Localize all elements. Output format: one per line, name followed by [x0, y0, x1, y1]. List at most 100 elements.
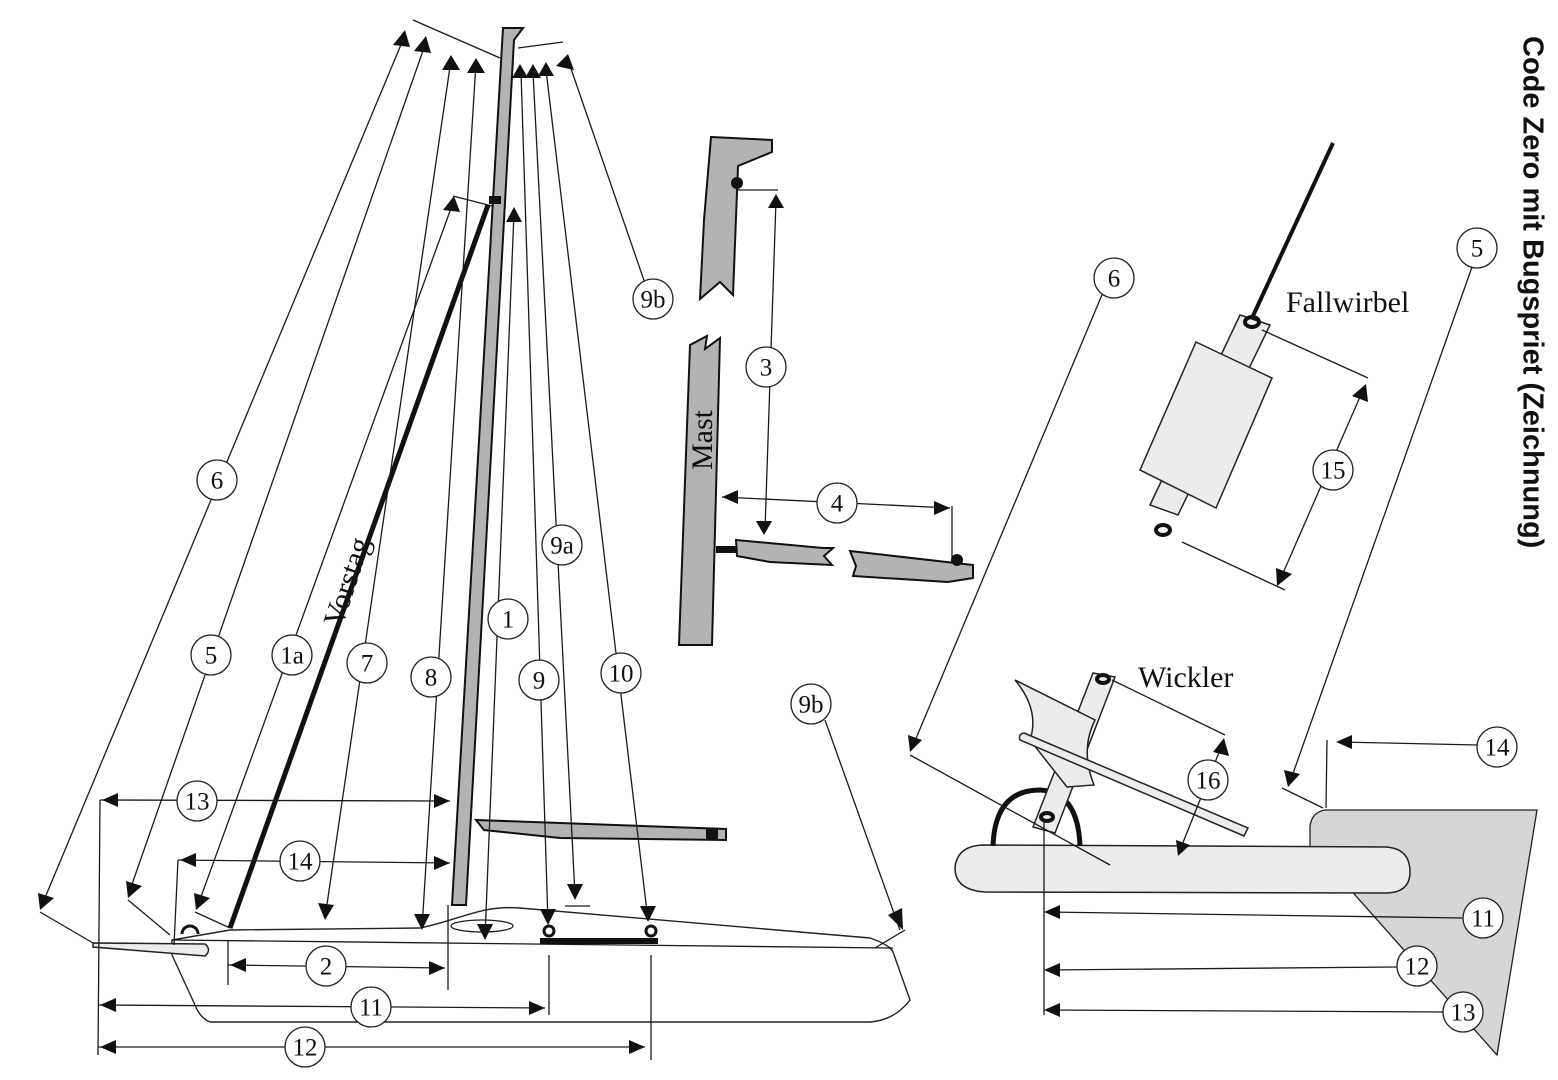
- callout-15: 15: [1312, 449, 1354, 491]
- callout-6: 6: [196, 459, 238, 501]
- svg-text:9b: 9b: [641, 287, 666, 314]
- fallwirbel-label: Fallwirbel: [1286, 286, 1409, 319]
- dim-13: [99, 799, 451, 802]
- svg-text:6: 6: [1108, 266, 1121, 293]
- traveller-block-front: [542, 924, 556, 938]
- callout-10: 10: [600, 652, 642, 694]
- callout-13: 13: [176, 780, 218, 822]
- svg-text:9b: 9b: [799, 692, 824, 719]
- diagram-title: Code Zero mit Bugspriet (Zeichnung): [1512, 36, 1552, 636]
- mast: [450, 27, 525, 906]
- callout-14: 14: [279, 840, 321, 882]
- furler-bracket: [990, 787, 1083, 847]
- fallwirbel-detail: Fallwirbel: [1139, 142, 1409, 591]
- svg-text:14: 14: [288, 849, 314, 876]
- measure-line-5-detail: [1289, 266, 1473, 783]
- measure-line-1a: [197, 199, 455, 906]
- mast-top-section: [698, 135, 773, 302]
- svg-text:11: 11: [1471, 906, 1495, 933]
- callout-1a: 1a: [271, 634, 313, 676]
- callout-9a: 9a: [541, 524, 583, 566]
- svg-text:12: 12: [1405, 954, 1430, 981]
- deck-line: [171, 939, 894, 949]
- mast-band: [489, 196, 501, 204]
- dim-11: [97, 1004, 546, 1009]
- callout-11: 11: [350, 986, 392, 1028]
- callout-3: 3: [745, 346, 787, 388]
- svg-text:7: 7: [361, 651, 374, 678]
- boom: [473, 818, 727, 842]
- callout-4: 4: [816, 482, 858, 524]
- callout-16: 16: [1187, 759, 1229, 801]
- svg-text:13: 13: [185, 789, 210, 816]
- dim-12-detail: [1045, 966, 1398, 971]
- boom-end: [706, 829, 718, 839]
- callout-7: 7: [346, 642, 388, 684]
- halyard: [1250, 142, 1335, 319]
- svg-text:2: 2: [320, 954, 333, 981]
- callout-9b: 9b: [790, 683, 832, 725]
- svg-text:15: 15: [1321, 458, 1346, 485]
- callout-detail-13: 13: [1442, 991, 1484, 1033]
- vorstag-label: Vorstag: [317, 533, 377, 630]
- measure-line-8: [421, 62, 477, 929]
- callout-detail-14: 14: [1476, 726, 1518, 768]
- mast-lower-section: [677, 334, 722, 646]
- measure-line-6-detail: [911, 289, 1105, 749]
- callout-detail-9b: 9b: [632, 278, 674, 320]
- svg-text:13: 13: [1451, 1000, 1476, 1027]
- svg-text:16: 16: [1196, 768, 1221, 795]
- measure-line-1: [484, 211, 515, 939]
- measure-line-9b: [567, 59, 649, 293]
- svg-text:5: 5: [205, 643, 218, 670]
- wickler-label: Wickler: [1138, 661, 1233, 694]
- swivel-housing: [1139, 340, 1273, 510]
- traveller-block-aft: [644, 924, 658, 938]
- svg-text:10: 10: [609, 661, 634, 688]
- boom-section-b: [848, 549, 974, 584]
- bow-fitting: [180, 924, 200, 935]
- svg-text:11: 11: [359, 995, 383, 1022]
- bow-detail: Wickler: [908, 266, 1538, 1057]
- svg-text:6: 6: [211, 468, 224, 495]
- forestay: [227, 204, 491, 929]
- callout-detail-12: 12: [1396, 945, 1438, 987]
- measure-line-7: [324, 59, 452, 919]
- measure-line-9: [520, 71, 549, 923]
- callout-detail-6: 6: [1093, 257, 1135, 299]
- callout-detail-11: 11: [1462, 897, 1504, 939]
- traveller-track: [540, 938, 658, 944]
- dim-14-detail: [1337, 741, 1479, 746]
- bowsprit: [92, 942, 210, 957]
- hull: [171, 906, 911, 1023]
- svg-text:5: 5: [1471, 236, 1484, 263]
- dim-13-detail: [1045, 1009, 1444, 1013]
- callout-detail-5: 5: [1456, 227, 1498, 269]
- callout-1: 1: [487, 598, 529, 640]
- measure-line-10: [545, 69, 649, 921]
- bowsprit-detail: [954, 844, 1411, 894]
- callout-2: 2: [305, 945, 347, 987]
- diagram-title-text: Code Zero mit Bugspriet (Zeichnung): [1516, 36, 1549, 549]
- svg-text:8: 8: [425, 665, 438, 692]
- svg-text:14: 14: [1485, 735, 1511, 762]
- svg-text:12: 12: [293, 1035, 318, 1062]
- svg-text:4: 4: [831, 491, 844, 518]
- measure-line-5: [129, 41, 427, 891]
- furler-plate: [1018, 732, 1250, 837]
- callout-9: 9: [518, 659, 560, 701]
- callout-5: 5: [190, 634, 232, 676]
- arrowheads: [38, 30, 903, 1054]
- mast-label: Mast: [686, 409, 719, 470]
- svg-text:1: 1: [502, 607, 515, 634]
- svg-text:9a: 9a: [550, 533, 574, 560]
- svg-text:3: 3: [760, 355, 773, 382]
- callout-8: 8: [410, 656, 452, 698]
- mast-detail: Mast: [677, 135, 974, 646]
- callout-12: 12: [284, 1026, 326, 1068]
- svg-text:1a: 1a: [280, 643, 304, 670]
- boom-section-a: [734, 538, 836, 567]
- dim-11-detail: [1045, 911, 1464, 919]
- measure-line-9a: [532, 71, 576, 896]
